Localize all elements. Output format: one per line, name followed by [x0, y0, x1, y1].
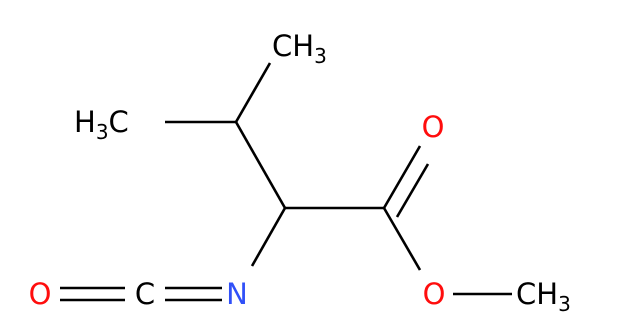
bond-alpha-carbon-to-nitrogen: [250, 207, 287, 267]
atom-h3c-left: H3C: [74, 105, 129, 144]
atom-oxygen-ester: O: [423, 277, 446, 311]
atom-carbon-isocyanate: C: [135, 277, 155, 311]
bond-carbonyl-double-b: [395, 163, 430, 218]
bond-ch-to-alpha-carbon: [234, 121, 287, 209]
bond-ch-to-top-methyl: [234, 62, 272, 123]
ch3-ester-main: CH: [516, 277, 558, 311]
bond-carbonyl-to-ester-oxygen: [382, 207, 422, 271]
atom-ch3-ester: CH3: [516, 277, 571, 316]
ch3-ester-subscript: 3: [558, 292, 571, 316]
ch3-top-main: CH: [272, 29, 314, 63]
bonds: [60, 62, 512, 302]
atom-labels: CH3 H3C O N C O O CH3: [29, 29, 571, 316]
h3c-left-prefix: H: [74, 105, 96, 139]
atom-oxygen-isocyanate: O: [29, 277, 52, 311]
atom-oxygen-carbonyl: O: [422, 110, 445, 144]
h3c-left-subscript: 3: [96, 120, 109, 144]
atom-ch3-top: CH3: [272, 29, 327, 68]
atom-nitrogen: N: [226, 277, 248, 311]
bond-carbonyl-double-a: [382, 145, 422, 209]
ch3-top-subscript: 3: [314, 44, 327, 68]
h3c-left-main: C: [109, 105, 129, 139]
